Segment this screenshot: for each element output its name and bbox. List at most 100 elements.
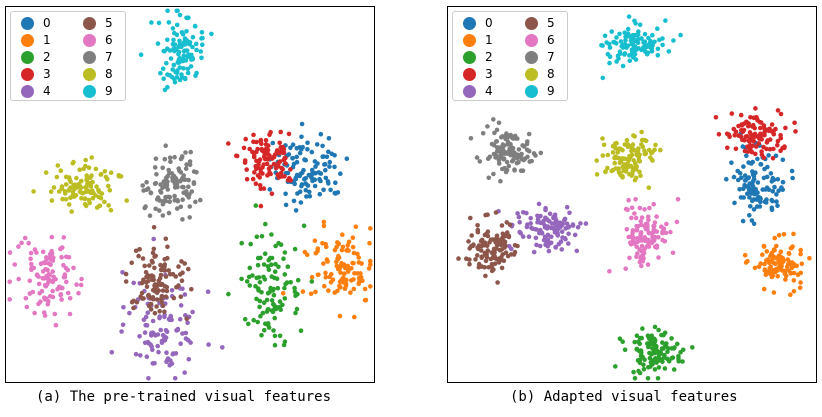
point-class-3 bbox=[778, 135, 784, 141]
legend-item-0: 0 bbox=[463, 15, 493, 31]
point-class-7 bbox=[155, 195, 161, 200]
point-class-7 bbox=[147, 213, 153, 218]
point-class-9 bbox=[184, 29, 189, 34]
point-class-8 bbox=[116, 173, 122, 178]
point-class-4 bbox=[171, 351, 176, 356]
point-class-8 bbox=[86, 165, 92, 170]
point-class-3 bbox=[756, 141, 762, 146]
point-class-8 bbox=[59, 184, 65, 189]
point-class-5 bbox=[159, 299, 164, 305]
point-class-6 bbox=[656, 234, 661, 240]
point-class-6 bbox=[629, 205, 635, 211]
point-class-9 bbox=[171, 37, 176, 43]
point-class-2 bbox=[271, 302, 277, 308]
point-class-7 bbox=[148, 190, 154, 196]
point-class-4 bbox=[534, 242, 539, 248]
point-class-5 bbox=[488, 237, 494, 242]
point-class-4 bbox=[543, 205, 548, 211]
point-class-3 bbox=[281, 157, 287, 163]
point-class-5 bbox=[506, 234, 512, 240]
point-class-8 bbox=[622, 142, 628, 147]
point-class-3 bbox=[283, 161, 288, 166]
point-class-4 bbox=[155, 343, 160, 349]
point-class-4 bbox=[542, 225, 548, 230]
legend-item-7: 7 bbox=[525, 49, 555, 65]
point-class-7 bbox=[504, 159, 510, 165]
point-class-2 bbox=[257, 304, 262, 310]
point-class-2 bbox=[246, 321, 251, 327]
point-class-0 bbox=[327, 164, 332, 169]
point-class-8 bbox=[51, 185, 57, 190]
point-class-2 bbox=[652, 350, 657, 356]
point-class-4 bbox=[182, 370, 187, 375]
point-class-9 bbox=[199, 55, 204, 61]
point-class-6 bbox=[49, 251, 55, 257]
point-class-5 bbox=[151, 296, 156, 302]
point-class-0 bbox=[749, 218, 755, 223]
point-class-2 bbox=[272, 342, 278, 348]
point-class-8 bbox=[605, 152, 611, 158]
point-class-1 bbox=[352, 314, 357, 320]
point-class-2 bbox=[282, 250, 288, 255]
point-class-6 bbox=[50, 294, 56, 300]
point-class-8 bbox=[625, 161, 630, 166]
point-class-0 bbox=[325, 179, 331, 184]
point-class-6 bbox=[43, 284, 49, 289]
point-class-5 bbox=[160, 303, 166, 309]
point-class-6 bbox=[7, 250, 13, 255]
point-class-0 bbox=[323, 167, 328, 173]
point-class-4 bbox=[525, 222, 530, 227]
point-class-5 bbox=[473, 257, 478, 262]
point-class-2 bbox=[257, 280, 263, 285]
point-class-0 bbox=[747, 195, 752, 200]
point-class-1 bbox=[353, 224, 359, 229]
point-class-0 bbox=[299, 183, 304, 189]
point-class-4 bbox=[172, 376, 178, 381]
point-class-0 bbox=[318, 178, 323, 184]
point-class-7 bbox=[519, 151, 524, 157]
point-class-6 bbox=[62, 272, 68, 277]
point-class-7 bbox=[531, 151, 537, 156]
point-class-6 bbox=[663, 230, 669, 236]
point-class-6 bbox=[625, 207, 630, 212]
point-class-2 bbox=[244, 279, 250, 284]
point-class-0 bbox=[314, 142, 320, 147]
point-class-6 bbox=[639, 215, 645, 220]
point-class-7 bbox=[501, 143, 506, 149]
point-class-8 bbox=[620, 156, 625, 161]
point-class-7 bbox=[485, 156, 491, 161]
point-class-6 bbox=[59, 297, 64, 302]
legend-swatch-0 bbox=[463, 16, 476, 30]
point-class-1 bbox=[743, 260, 749, 265]
point-class-7 bbox=[153, 206, 158, 212]
point-class-8 bbox=[623, 165, 628, 170]
point-class-0 bbox=[758, 199, 763, 205]
point-class-5 bbox=[483, 212, 488, 218]
point-class-2 bbox=[272, 269, 278, 275]
point-class-7 bbox=[491, 171, 496, 177]
point-class-2 bbox=[655, 376, 661, 381]
point-class-5 bbox=[467, 261, 472, 267]
point-class-8 bbox=[90, 195, 96, 201]
point-class-3 bbox=[761, 144, 766, 150]
point-class-0 bbox=[729, 160, 734, 165]
point-class-6 bbox=[632, 211, 637, 216]
point-class-5 bbox=[475, 223, 480, 228]
point-class-1 bbox=[762, 261, 767, 267]
point-class-4 bbox=[574, 248, 580, 254]
point-class-7 bbox=[158, 188, 163, 194]
point-class-0 bbox=[310, 171, 315, 177]
point-class-9 bbox=[165, 37, 170, 43]
point-class-3 bbox=[751, 138, 757, 144]
point-class-7 bbox=[496, 120, 502, 126]
point-class-2 bbox=[654, 360, 659, 365]
legend-item-6: 6 bbox=[525, 32, 555, 48]
point-class-6 bbox=[74, 282, 79, 287]
point-class-3 bbox=[268, 164, 273, 170]
point-class-2 bbox=[675, 341, 680, 347]
point-class-0 bbox=[333, 180, 338, 185]
point-class-0 bbox=[326, 149, 331, 155]
point-class-8 bbox=[632, 177, 638, 183]
point-class-0 bbox=[775, 177, 781, 182]
point-class-3 bbox=[749, 132, 754, 137]
